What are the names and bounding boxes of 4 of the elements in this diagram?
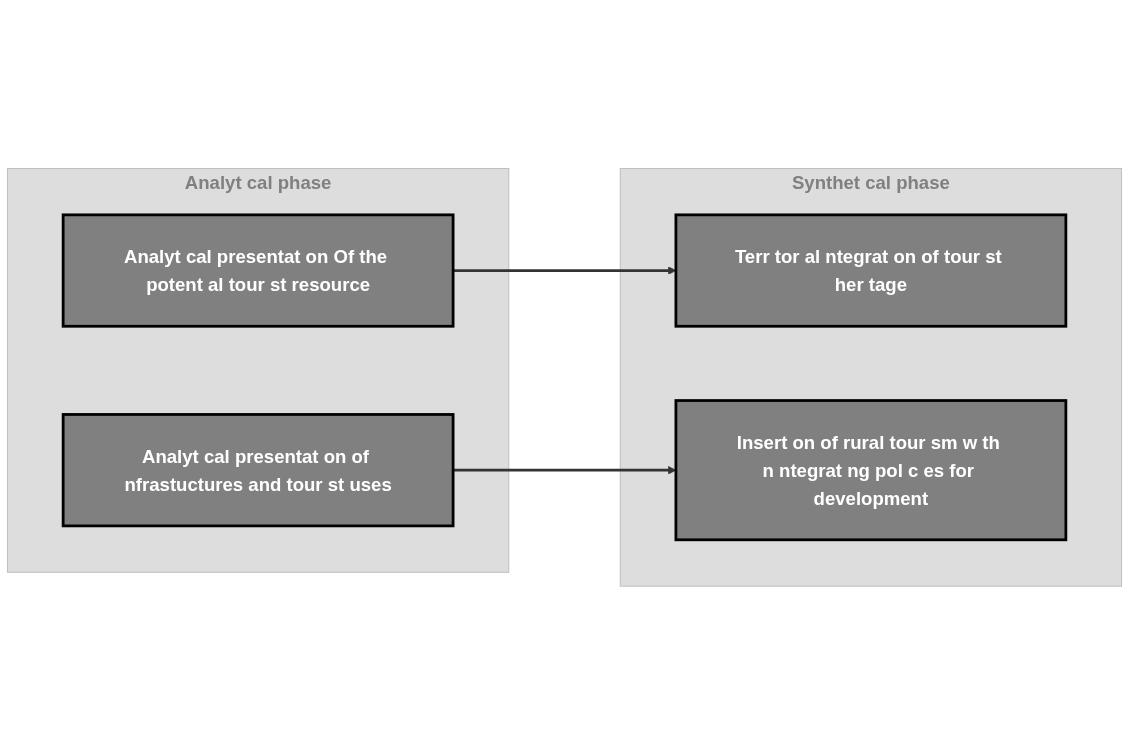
node-box: Analyt cal presentat on of nfrastuctures and tour st uses [61, 413, 455, 528]
node-box: Insert on of rural tour sm w th n ntegrat ng pol c es for development [674, 399, 1068, 542]
node-box: Terr tor al ntegrat on of tour st her tage [674, 213, 1068, 328]
node-box: Analyt cal presentat on Of the potent al tour st resource [61, 213, 455, 328]
